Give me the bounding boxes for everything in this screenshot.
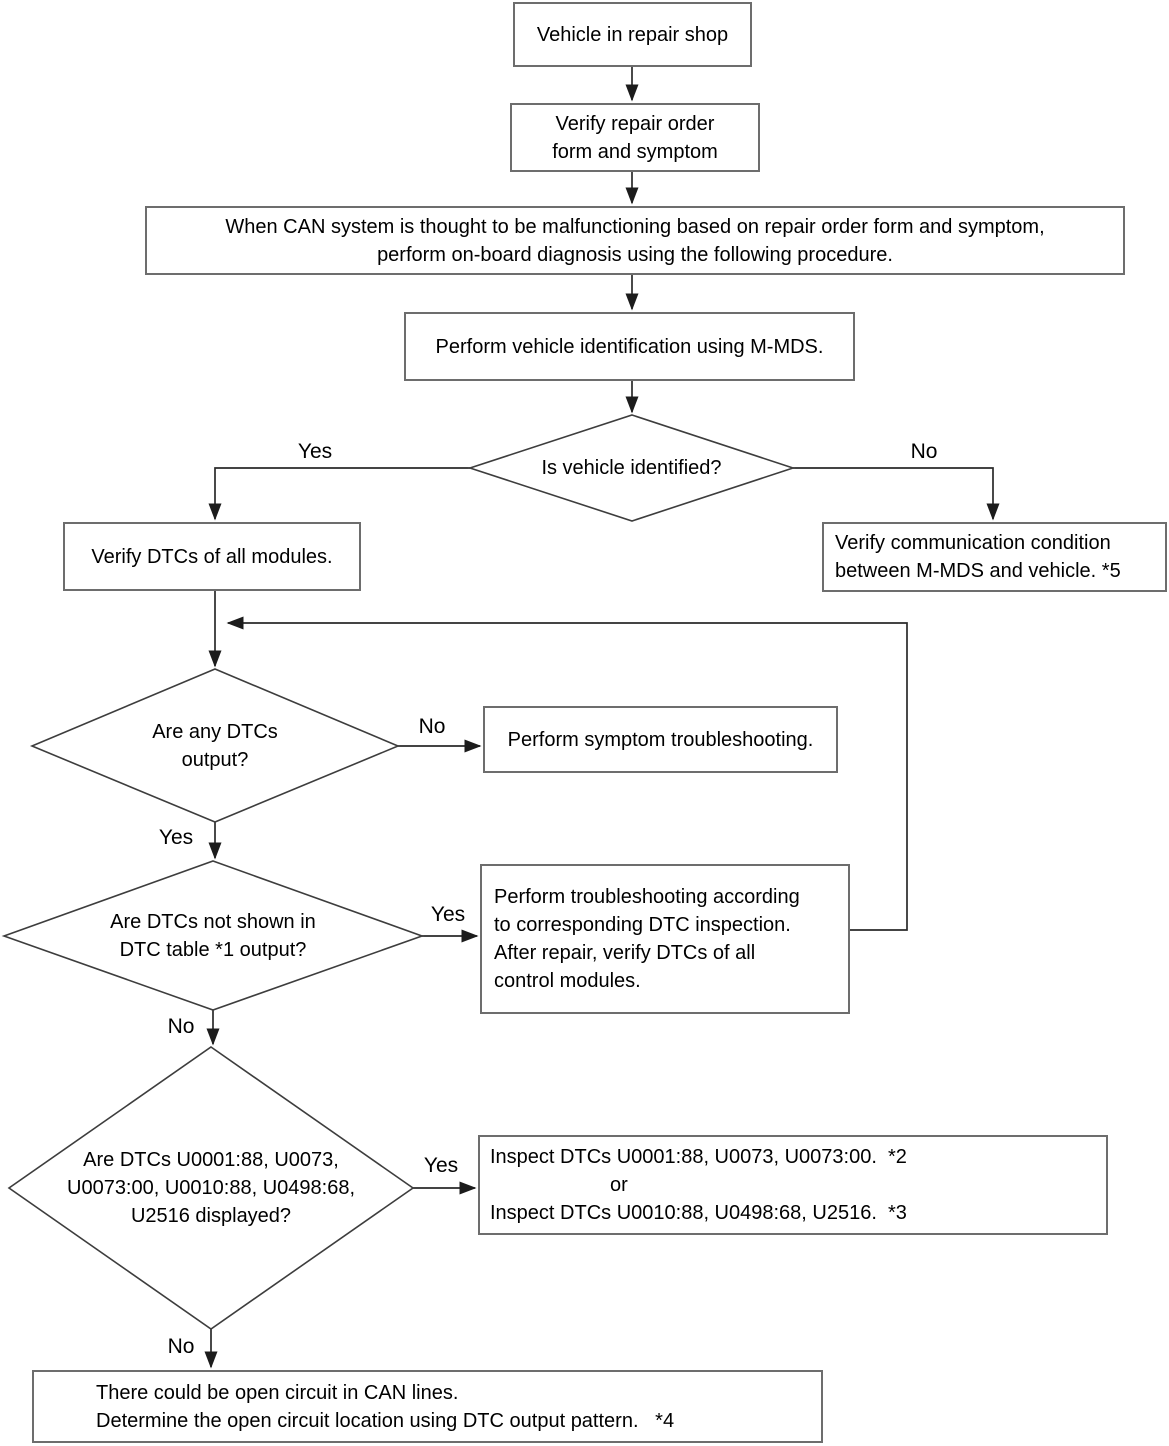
decision-diamond-are-dtcs-displayed xyxy=(7,1046,415,1330)
edge-decision1-no xyxy=(793,467,1000,521)
decision-diamond-is-vehicle-identified xyxy=(467,414,796,522)
edge-label-no-dtcs-not-in-table: No xyxy=(167,1015,195,1038)
process-box-perform-dtc-troubleshooting: Perform troubleshooting according to cor… xyxy=(480,864,850,1014)
edge-label-yes-dtcs-not-in-table: Yes xyxy=(430,903,466,926)
process-box-verify-communication-condition: Verify communication condition between M… xyxy=(822,522,1167,592)
edge-label-no-dtcs-displayed: No xyxy=(167,1335,195,1358)
edge-label-no-dtcs-output: No xyxy=(418,715,446,738)
inspect-dtcs-line-2: Inspect DTCs U0010:88, U0498:68, U2516. … xyxy=(490,1202,907,1224)
process-box-open-circuit-can-lines: There could be open circuit in CAN lines… xyxy=(32,1370,823,1443)
edge-decision1-yes xyxy=(208,467,470,521)
decision-diamond-are-dtcs-not-in-table xyxy=(1,860,425,1011)
process-box-perform-symptom-troubleshooting: Perform symptom troubleshooting. xyxy=(483,706,838,773)
process-box-perform-vehicle-identification: Perform vehicle identification using M-M… xyxy=(404,312,855,381)
process-box-when-can-malfunctioning: When CAN system is thought to be malfunc… xyxy=(145,206,1125,275)
edge-label-yes-vehicle-identified: Yes xyxy=(297,440,333,463)
process-box-verify-dtcs-all-modules: Verify DTCs of all modules. xyxy=(63,522,361,591)
inspect-dtcs-or: or xyxy=(610,1174,628,1196)
edge-feedback-loop xyxy=(226,616,908,931)
edge-label-yes-dtcs-output: Yes xyxy=(158,826,194,849)
inspect-dtcs-line-1: Inspect DTCs U0001:88, U0073, U0073:00. … xyxy=(490,1146,907,1168)
process-box-verify-repair-order: Verify repair order form and symptom xyxy=(510,103,760,172)
process-box-inspect-dtcs: Inspect DTCs U0001:88, U0073, U0073:00. … xyxy=(478,1135,1108,1235)
edge-label-yes-dtcs-displayed: Yes xyxy=(423,1154,459,1177)
edge-label-no-vehicle-identified: No xyxy=(910,440,938,463)
decision-diamond-are-any-dtcs-output xyxy=(29,668,401,823)
process-box-vehicle-in-repair-shop: Vehicle in repair shop xyxy=(513,2,752,67)
